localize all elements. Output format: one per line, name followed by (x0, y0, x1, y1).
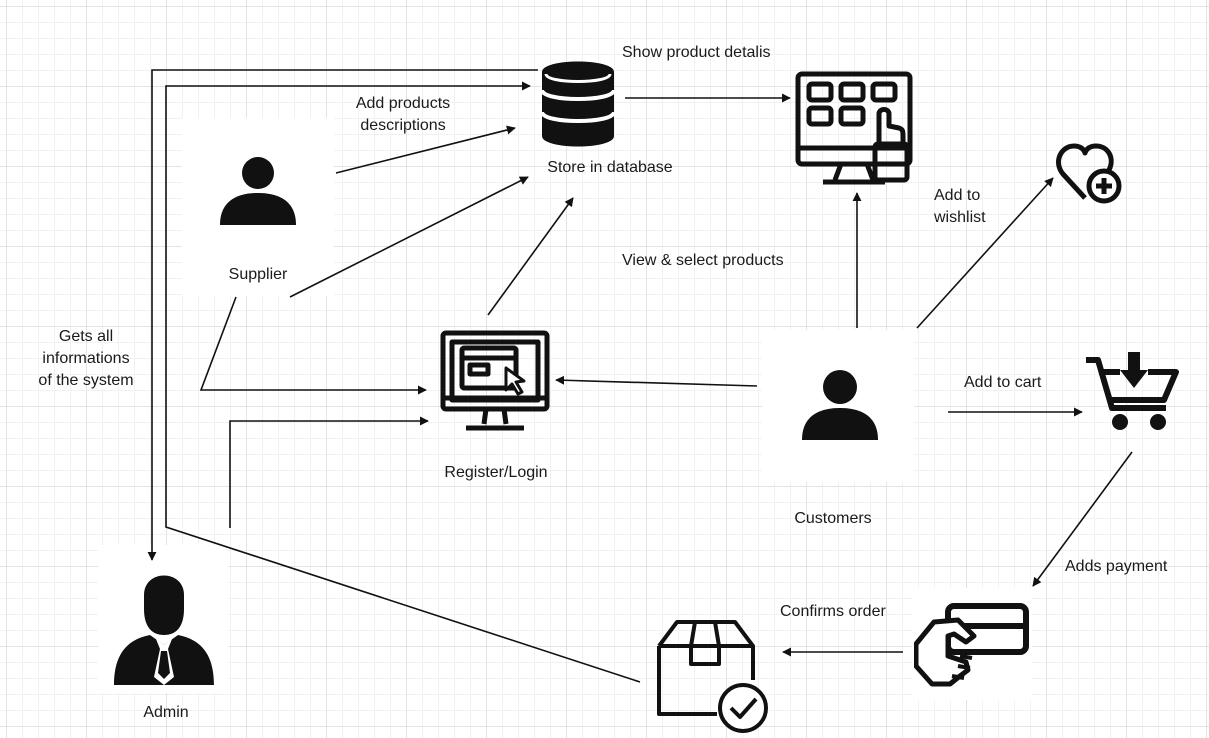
supplier-to-store-connector (289, 176, 529, 298)
supplier-to-register-connector (199, 296, 427, 395)
edge-label-show-details: Show product detalis (622, 44, 771, 61)
monitor-login-icon (440, 330, 550, 431)
edge-label-confirms-order: Confirms order (780, 603, 886, 620)
edge-label-add-wishlist: Add to wishlist (934, 187, 986, 226)
customers-box (762, 330, 914, 482)
card-payment-icon (914, 603, 1029, 687)
admin-user-icon (114, 575, 214, 685)
cart-download-icon (1086, 352, 1179, 430)
database-label: Store in database (547, 159, 673, 176)
admin-to-register-connector (229, 416, 429, 528)
supplier-label: Supplier (228, 266, 288, 283)
register-login-label: Register/Login (444, 464, 548, 481)
admin-label: Admin (143, 704, 189, 721)
edge-label-add-cart: Add to cart (964, 374, 1042, 391)
edge-label-adds-payment: Adds payment (1065, 558, 1168, 575)
supplier-user-icon (220, 157, 296, 225)
edge-label-add-products: Add products descriptions (355, 95, 451, 134)
register-to-store-connector (487, 197, 574, 316)
supplier-to-db-connector (335, 125, 516, 174)
customers-label: Customers (794, 510, 872, 527)
db-to-admin-connector (147, 69, 538, 561)
database-icon (540, 61, 616, 147)
box-check-icon (657, 620, 768, 733)
heart-plus-icon (1056, 143, 1122, 204)
customers-user-icon (802, 370, 878, 440)
customers-to-register-connector (555, 375, 758, 387)
edge-label-view-select: View & select products (622, 252, 784, 269)
cart-to-payment-connector (1032, 451, 1133, 587)
customers-to-wishlist-connector (916, 177, 1054, 329)
product-display-monitor-icon (795, 71, 913, 185)
admin-to-db-connector (165, 81, 641, 683)
edge-label-gets-all: Gets all informations of the system (38, 328, 134, 389)
